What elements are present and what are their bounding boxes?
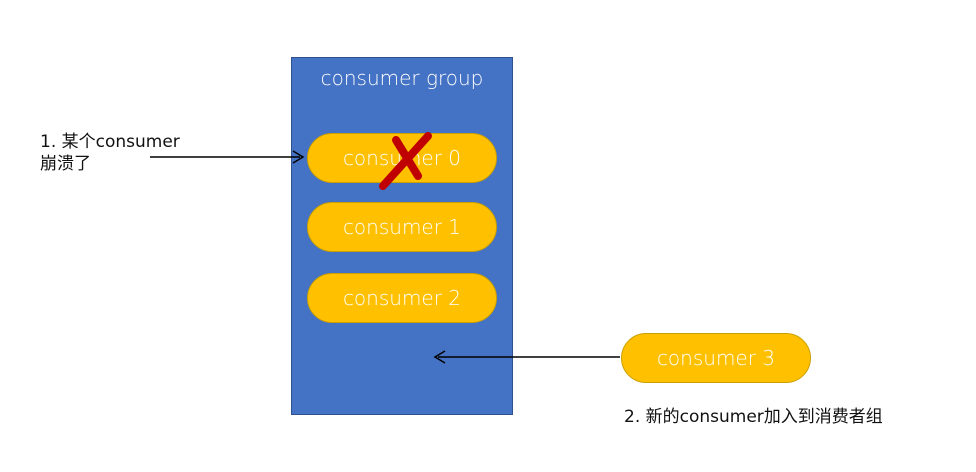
consumer-1-label: consumer 1: [342, 215, 462, 239]
consumer-2-label: consumer 2: [342, 286, 462, 310]
consumer-1-pill: consumer 1: [307, 202, 497, 252]
consumer-3-pill: consumer 3: [621, 333, 811, 383]
crash-note: 1. 某个consumer 崩溃了: [40, 131, 180, 175]
consumer-0-label: consumer 0: [342, 146, 462, 170]
consumer-2-pill: consumer 2: [307, 273, 497, 323]
consumer-3-label: consumer 3: [656, 346, 776, 370]
crash-note-line2: 崩溃了: [40, 154, 91, 174]
join-note: 2. 新的consumer加入到消费者组: [624, 407, 883, 427]
consumer-0-pill: consumer 0: [307, 133, 497, 183]
crash-note-line1: 1. 某个consumer: [40, 132, 180, 152]
group-title: consumer group: [320, 66, 484, 90]
